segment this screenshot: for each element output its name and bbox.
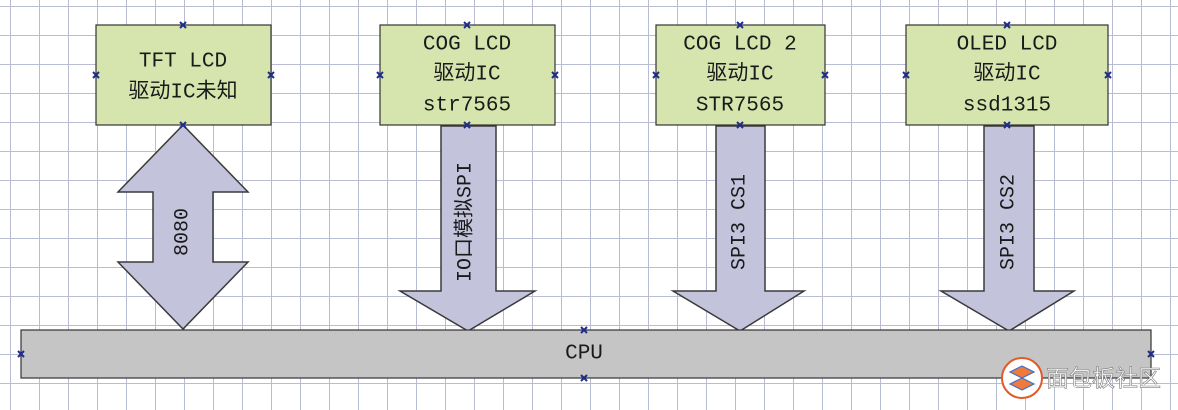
down-arrow-shape xyxy=(670,125,807,332)
arrow-label-8080: 8080 xyxy=(172,208,195,256)
handle-marker[interactable] xyxy=(902,71,910,79)
arrow-label-io-spi: IO口模拟SPI xyxy=(453,162,478,282)
cpu-block[interactable]: CPU xyxy=(20,329,1152,379)
module-line: ssd1315 xyxy=(963,95,1051,118)
cpu-label: CPU xyxy=(565,343,603,366)
module-line: 驱动IC xyxy=(706,62,773,87)
handle-marker[interactable] xyxy=(1147,350,1155,358)
bidirectional-arrow-shape xyxy=(116,123,250,331)
handle-marker[interactable] xyxy=(580,374,588,382)
handle-marker[interactable] xyxy=(736,121,744,129)
arrow-8080: 8080 xyxy=(116,123,250,331)
watermark: 面包板社区 xyxy=(1001,357,1161,399)
handle-marker[interactable] xyxy=(821,71,829,79)
down-arrow-shape xyxy=(938,125,1077,332)
handle-marker[interactable] xyxy=(376,71,384,79)
module-line: STR7565 xyxy=(696,95,784,118)
module-line: 驱动IC xyxy=(433,62,500,87)
arrow-label-spi3-cs1: SPI3 CS1 xyxy=(729,174,752,270)
handle-marker[interactable] xyxy=(92,71,100,79)
handle-marker[interactable] xyxy=(551,71,559,79)
module-line: COG LCD xyxy=(423,34,511,57)
watermark-logo-mark xyxy=(1008,365,1036,391)
module-line: COG LCD 2 xyxy=(683,34,796,57)
handle-marker[interactable] xyxy=(179,121,187,129)
handle-marker[interactable] xyxy=(1003,21,1011,29)
handle-marker[interactable] xyxy=(1104,71,1112,79)
lcd-module-oled[interactable]: OLED LCD 驱动IC ssd1315 xyxy=(905,24,1109,126)
module-line: TFT LCD xyxy=(139,51,227,74)
arrow-label-spi3-cs2: SPI3 CS2 xyxy=(998,174,1021,270)
handle-marker[interactable] xyxy=(1003,121,1011,129)
module-line: 驱动IC xyxy=(973,62,1040,87)
handle-marker[interactable] xyxy=(652,71,660,79)
arrow-io-spi: IO口模拟SPI xyxy=(397,125,538,332)
handle-marker[interactable] xyxy=(463,21,471,29)
handle-marker[interactable] xyxy=(267,71,275,79)
handle-marker[interactable] xyxy=(580,326,588,334)
handle-marker[interactable] xyxy=(179,21,187,29)
arrow-spi3-cs1: SPI3 CS1 xyxy=(670,125,807,332)
handle-marker[interactable] xyxy=(17,350,25,358)
handle-marker[interactable] xyxy=(463,121,471,129)
watermark-text: 面包板社区 xyxy=(1046,366,1161,392)
module-line: OLED LCD xyxy=(957,34,1058,57)
down-arrow-shape xyxy=(397,125,538,332)
lcd-module-tft[interactable]: TFT LCD 驱动IC未知 xyxy=(95,24,272,126)
handle-marker[interactable] xyxy=(736,21,744,29)
lcd-module-cog-2[interactable]: COG LCD 2 驱动IC STR7565 xyxy=(655,24,826,126)
lcd-module-cog[interactable]: COG LCD 驱动IC str7565 xyxy=(379,24,556,126)
arrow-spi3-cs2: SPI3 CS2 xyxy=(938,125,1077,332)
module-line: str7565 xyxy=(423,95,511,118)
connection-handles xyxy=(17,21,1155,382)
module-line: 驱动IC未知 xyxy=(128,80,237,105)
